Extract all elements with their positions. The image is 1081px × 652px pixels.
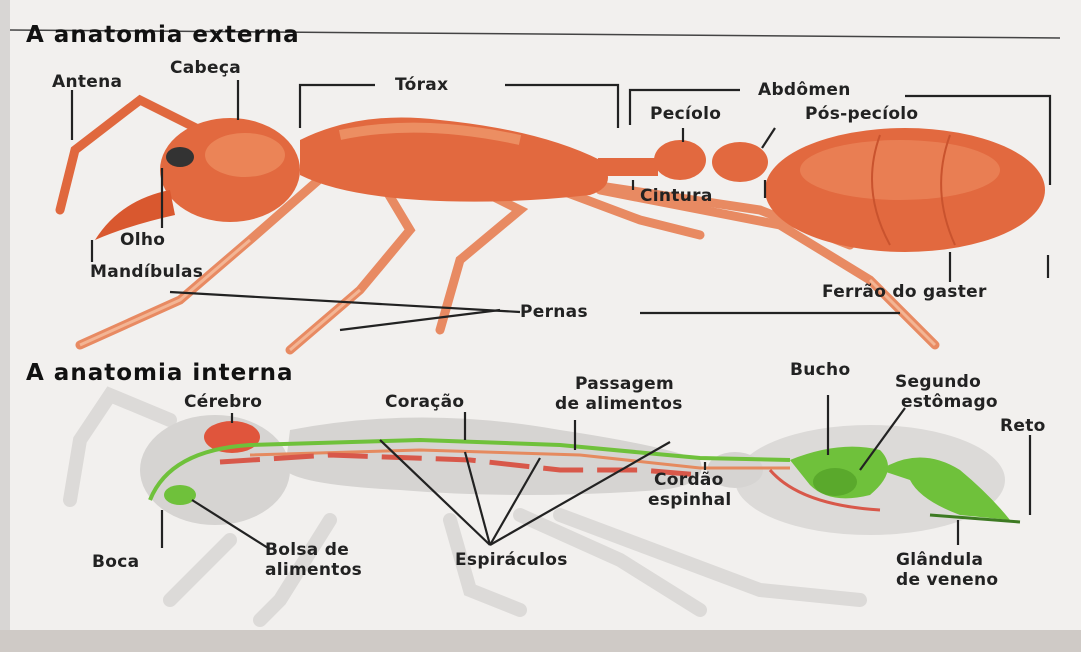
label-espiraculos: Espiráculos	[455, 550, 568, 570]
label-cordao-line2: espinhal	[648, 490, 732, 510]
label-coracao: Coração	[385, 392, 464, 412]
ant-post-petiole	[712, 142, 768, 182]
heading-internal: A anatomia interna	[26, 360, 294, 386]
ant-eye	[166, 147, 194, 167]
label-segundo-line2: estômago	[895, 392, 998, 412]
label-glandula-line2: de veneno	[896, 570, 998, 590]
label-reto: Reto	[1000, 416, 1046, 436]
label-cintura: Cintura	[640, 186, 713, 206]
label-cerebro: Cérebro	[184, 392, 262, 412]
label-bolsa-line2: alimentos	[265, 560, 362, 580]
second-stomach	[813, 468, 857, 496]
label-glandula-veneno: Glândula de veneno	[896, 550, 998, 590]
label-mandibulas: Mandíbulas	[90, 262, 203, 282]
label-peciolo: Pecíolo	[650, 104, 721, 124]
label-torax: Tórax	[395, 75, 448, 95]
label-boca: Boca	[92, 552, 139, 572]
label-bucho: Bucho	[790, 360, 850, 380]
ant-internal-figure	[70, 395, 1020, 620]
label-cordao-line1: Cordão	[648, 470, 732, 490]
label-abdomen: Abdômen	[758, 80, 851, 100]
label-segundo-estomago: Segundo estômago	[895, 372, 998, 412]
heading-external: A anatomia externa	[26, 22, 300, 48]
food-pouch	[164, 485, 196, 505]
label-passagem-line1: Passagem	[555, 374, 683, 394]
label-segundo-line1: Segundo	[895, 372, 998, 392]
label-antena: Antena	[52, 72, 122, 92]
label-ferrao: Ferrão do gaster	[822, 282, 987, 302]
label-olho: Olho	[120, 230, 165, 250]
label-passagem-line2: de alimentos	[555, 394, 683, 414]
label-bolsa-line1: Bolsa de	[265, 540, 362, 560]
label-cabeca: Cabeça	[170, 58, 241, 78]
ant-petiole	[654, 140, 706, 180]
label-glandula-line1: Glândula	[896, 550, 998, 570]
label-pernas: Pernas	[520, 302, 588, 322]
label-bolsa-alimentos: Bolsa de alimentos	[265, 540, 362, 580]
label-cordao-espinhal: Cordão espinhal	[648, 470, 732, 510]
label-pos-peciolo: Pós-pecíolo	[805, 104, 918, 124]
label-passagem: Passagem de alimentos	[555, 374, 683, 414]
